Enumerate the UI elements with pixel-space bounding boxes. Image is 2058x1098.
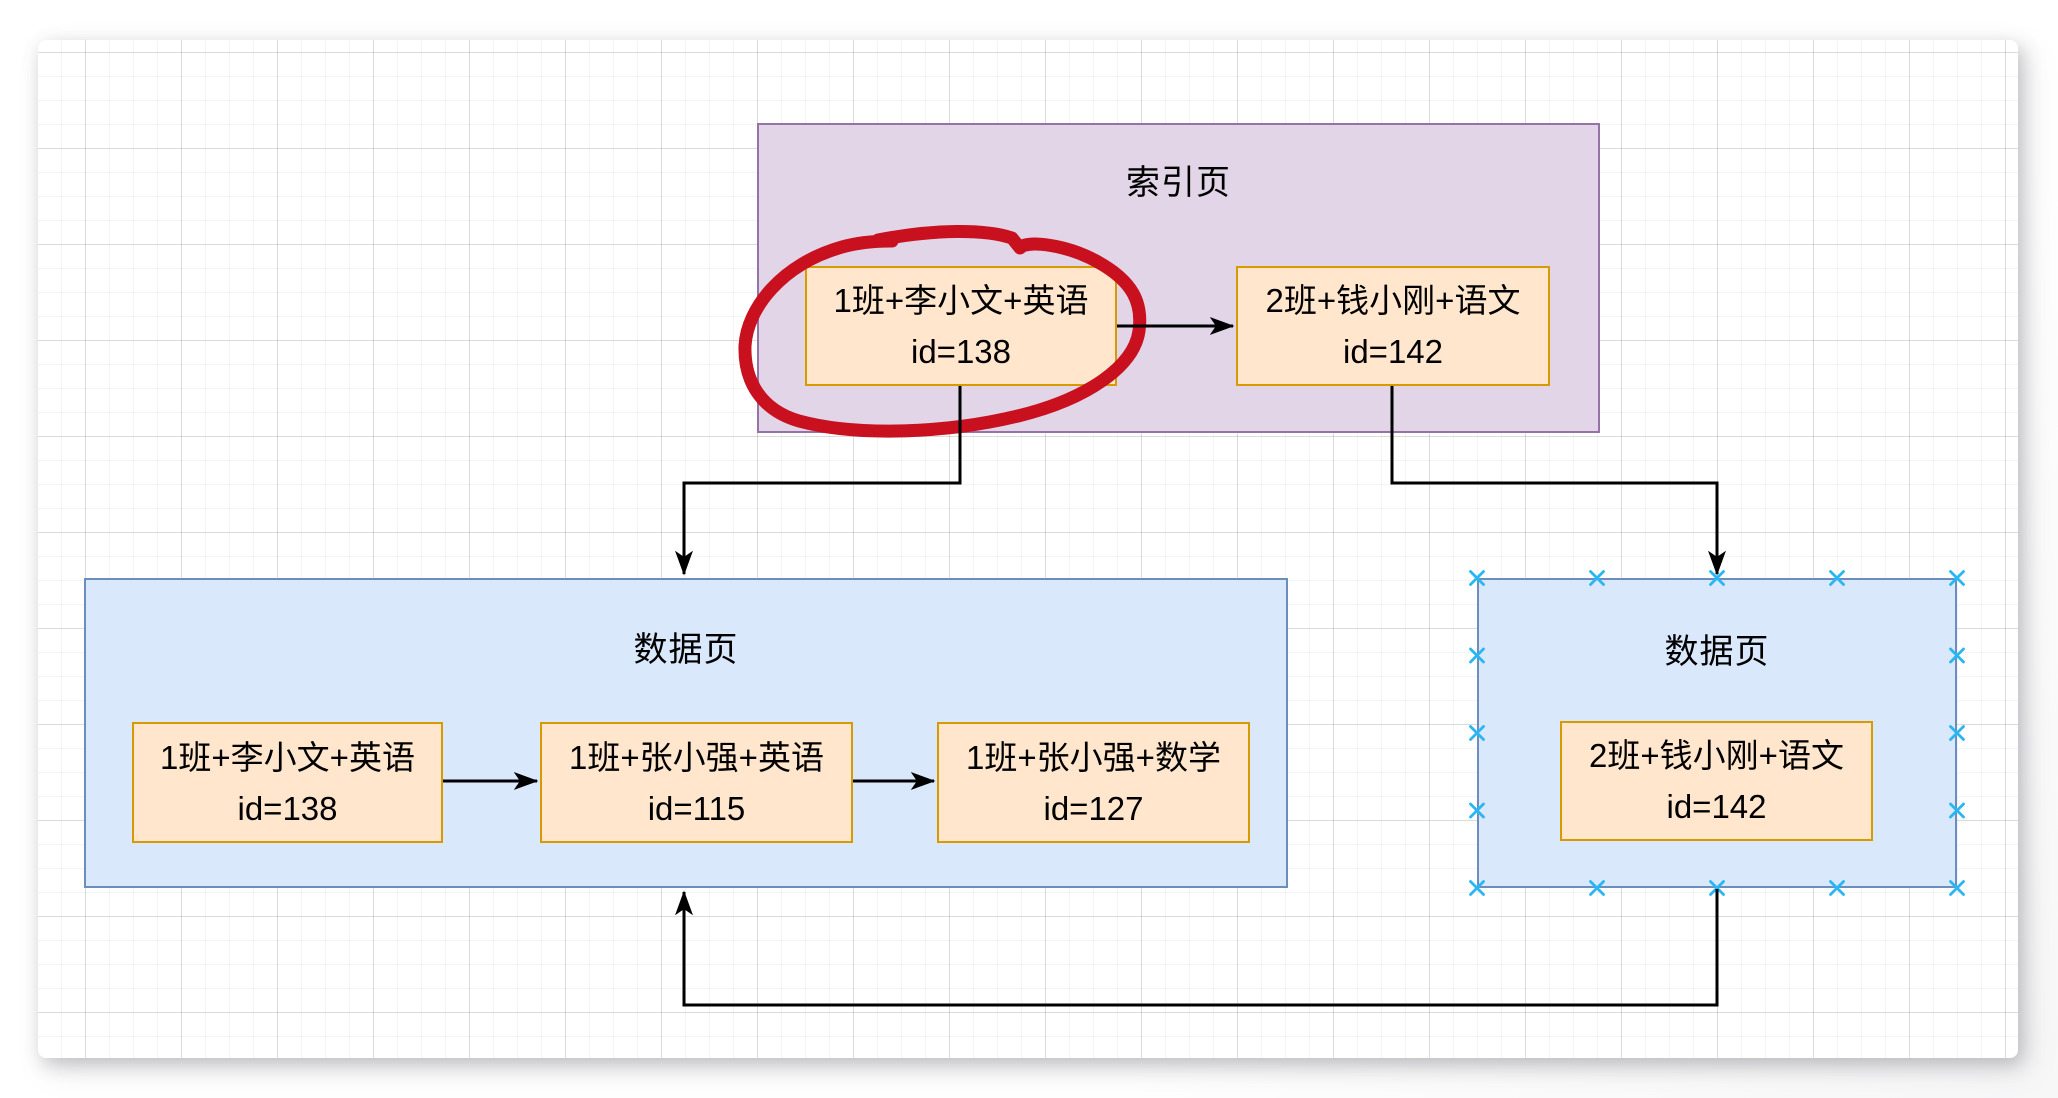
data-record-qian-xiaogang[interactable]: 2班+钱小刚+语文 id=142 <box>1560 721 1873 841</box>
record-id: id=142 <box>1342 333 1443 370</box>
red-highlight-circle-annotation[interactable] <box>738 225 1147 438</box>
data-record-zhang-xiaoqiang-english[interactable]: 1班+张小强+英语 id=115 <box>540 722 853 843</box>
connection-point-x-icon[interactable] <box>1469 725 1485 741</box>
record-id: id=115 <box>647 789 746 827</box>
connection-point-x-icon[interactable] <box>1949 570 1965 586</box>
record-id: id=138 <box>910 333 1011 370</box>
record-id: id=138 <box>237 789 338 827</box>
connector-index1-to-datapage-left[interactable] <box>684 386 962 574</box>
connection-point-x-icon[interactable] <box>1949 880 1965 896</box>
record-key: 1班+张小强+数学 <box>966 738 1221 776</box>
connection-point-x-icon[interactable] <box>1589 880 1605 896</box>
data-record-li-xiaowen[interactable]: 1班+李小文+英语 id=138 <box>132 722 443 843</box>
data-page-right-title: 数据页 <box>1664 633 1770 671</box>
connection-point-x-icon[interactable] <box>1829 880 1845 896</box>
connector-datapage-right-to-datapage-left[interactable] <box>684 889 1719 1007</box>
index-record-li-xiaowen[interactable]: 1班+李小文+英语 id=138 <box>805 266 1117 386</box>
connection-point-x-icon[interactable] <box>1949 647 1965 664</box>
record-id: id=142 <box>1666 788 1767 825</box>
index-page-title: 索引页 <box>1126 164 1231 202</box>
data-page-left-title: 数据页 <box>633 631 739 669</box>
record-key: 1班+李小文+英语 <box>833 282 1089 319</box>
connector-index2-to-datapage-right[interactable] <box>1390 386 1717 574</box>
connection-point-x-icon[interactable] <box>1469 802 1485 819</box>
data-record-zhang-xiaoqiang-math[interactable]: 1班+张小强+数学 id=127 <box>937 722 1250 843</box>
connection-points-group <box>1469 570 1965 896</box>
index-record-qian-xiaogang[interactable]: 2班+钱小刚+语文 id=142 <box>1236 266 1550 386</box>
connection-point-x-icon[interactable] <box>1469 647 1485 664</box>
connection-point-x-icon[interactable] <box>1589 570 1605 586</box>
record-key: 1班+张小强+英语 <box>569 738 824 776</box>
connection-point-x-icon[interactable] <box>1709 880 1725 896</box>
connection-point-x-icon[interactable] <box>1949 802 1965 819</box>
connection-point-x-icon[interactable] <box>1829 570 1845 586</box>
record-key: 2班+钱小刚+语文 <box>1265 282 1521 319</box>
grid-canvas[interactable]: 索引页 1班+李小文+英语 id=138 2班+钱小刚+语文 id=142 数据… <box>38 40 2018 1058</box>
connection-point-x-icon[interactable] <box>1469 880 1485 896</box>
connection-point-x-icon[interactable] <box>1469 570 1485 586</box>
record-key: 2班+钱小刚+语文 <box>1589 737 1844 774</box>
record-key: 1班+李小文+英语 <box>160 738 415 776</box>
record-id: id=127 <box>1043 789 1144 827</box>
connection-point-x-icon[interactable] <box>1949 725 1965 741</box>
